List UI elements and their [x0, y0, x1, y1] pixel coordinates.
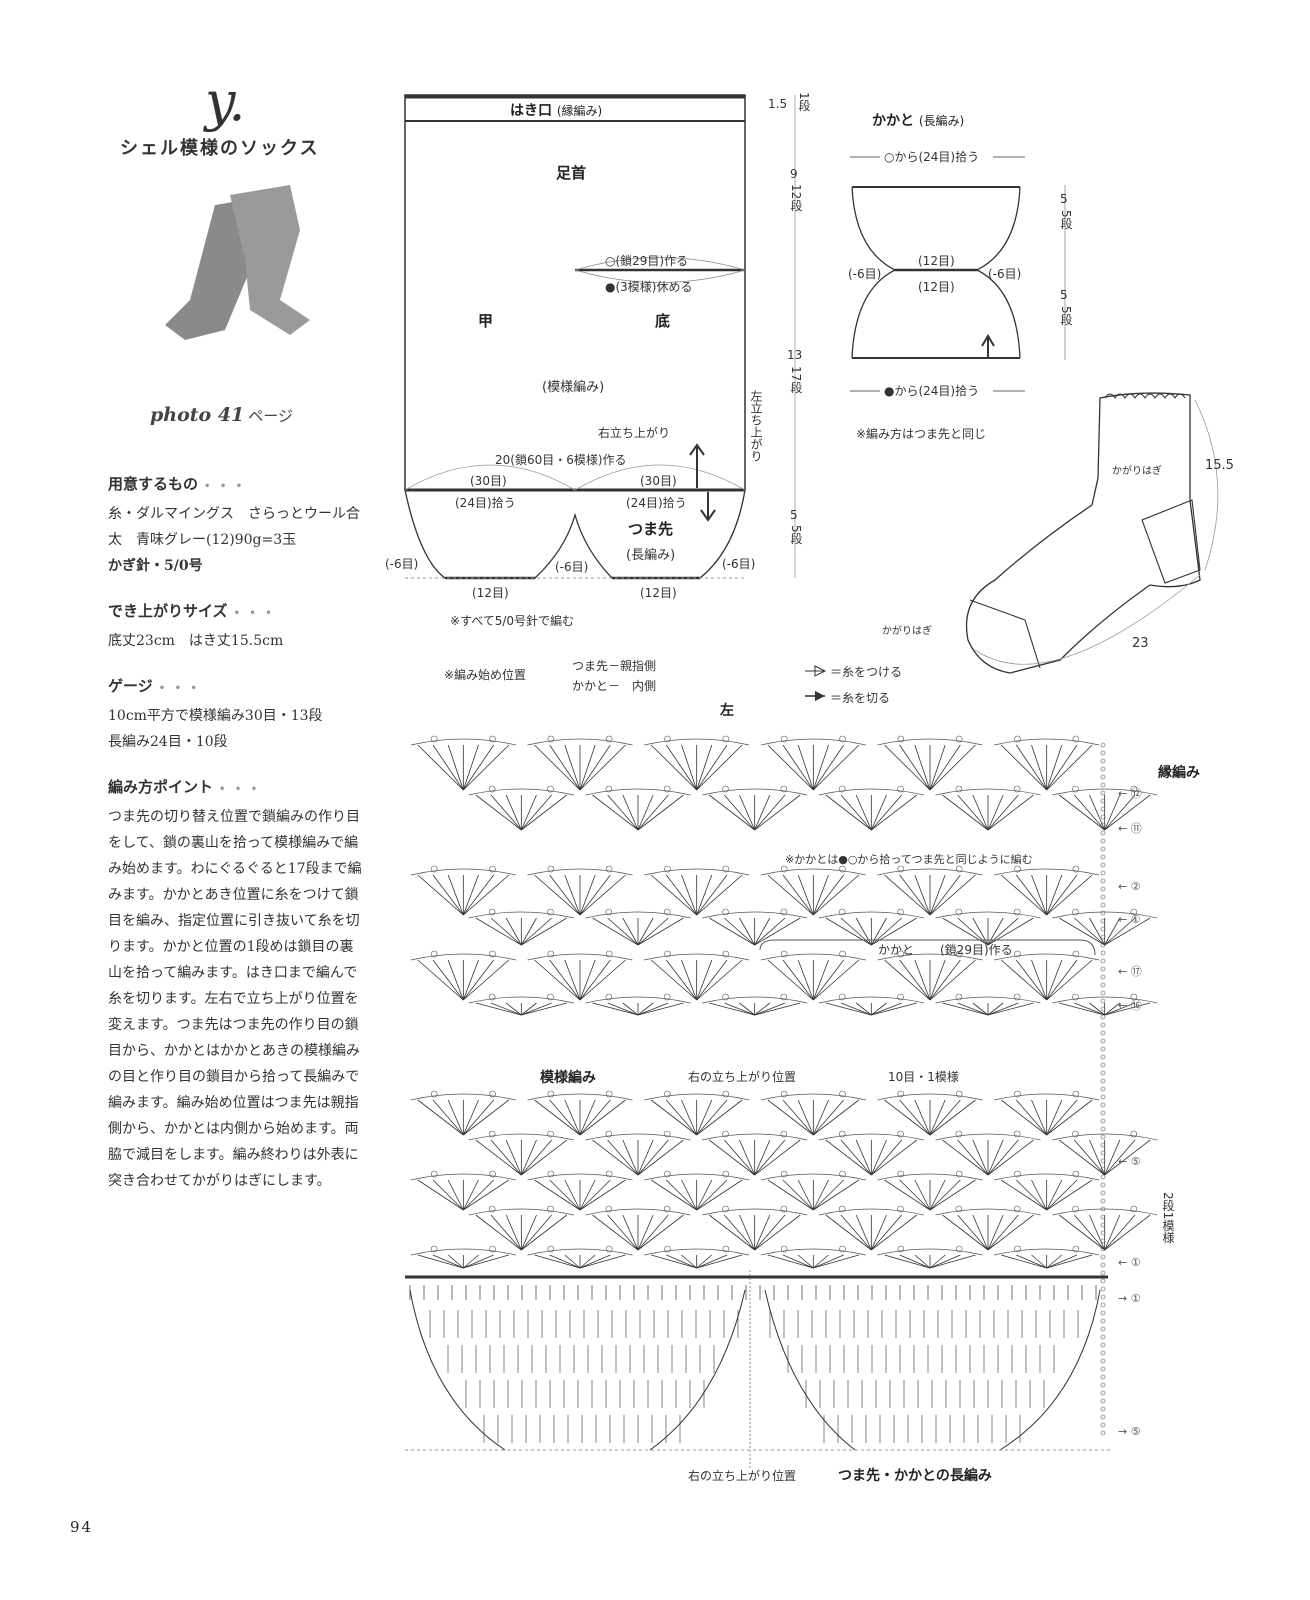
right-rise-position: 右の立ち上がり位置 — [688, 1070, 797, 1084]
dim-foot: 13 — [787, 348, 803, 362]
page-title: シェル模様のソックス — [120, 138, 320, 159]
seam-label-heel: かがりはぎ — [1112, 466, 1162, 477]
instep-label: 甲 — [478, 312, 494, 330]
pick24-right: (24目)拾う — [626, 496, 687, 510]
gauge-line1: 10cm平方で模様編み30目・13段 — [108, 708, 323, 724]
st30-right: (30目) — [640, 474, 677, 488]
bottom-rise-position: 右の立ち上がり位置 — [688, 1469, 797, 1483]
heel-note: ※編み方はつま先と同じ — [856, 427, 987, 441]
dim-toe-rows: 5段 — [789, 525, 803, 545]
photo-ref-number: photo 41 — [150, 404, 245, 426]
st12-right: (12目) — [640, 586, 677, 600]
row-11: ← ⑪ — [1118, 822, 1142, 835]
heel-opening-bottom: ●(3模様)休める — [605, 280, 693, 294]
row-1-pattern: ← ① — [1118, 1256, 1141, 1269]
st12-left: (12目) — [472, 586, 509, 600]
materials-heading: 用意するもの• • • — [108, 475, 246, 493]
size-heading: でき上がりサイズ• • • — [108, 602, 275, 620]
ankle-label: 足首 — [556, 164, 587, 182]
toe-label: つま先 — [628, 520, 674, 538]
heel-chain-count: (鎖29目)作る — [940, 943, 1013, 957]
dim-cuff: 1.5 — [768, 97, 788, 111]
pattern-chart-label: 模様編み — [540, 1070, 596, 1086]
pattern-stitch-label: (模様編み) — [542, 380, 605, 395]
points-heading: 編み方ポイント• • • — [108, 778, 261, 796]
dim-foot-rows: 17段 — [789, 366, 803, 394]
heel-mid-bottom: (12目) — [918, 280, 955, 294]
dim-ankle-rows: 12段 — [789, 184, 803, 212]
socks-photo — [165, 185, 310, 340]
dim-cuff-rows: 1段 — [797, 92, 811, 112]
start-toe-side: つま先－親指側 — [572, 659, 657, 673]
attach-yarn-legend: ＝糸をつける — [830, 665, 903, 679]
row-12: ← ⑫ — [1118, 787, 1142, 800]
toe-sub-label: (長編み) — [626, 548, 676, 563]
sole-label: 底 — [655, 312, 671, 330]
points-text: つま先の切り替え位置で鎖編みの作り目をして、鎖の裏山を拾って模様編みで編み始めま… — [108, 809, 362, 1189]
row-17: ← ⑰ — [1118, 965, 1142, 978]
heel-mid-top: (12目) — [918, 254, 955, 268]
sock-height: 15.5 — [1205, 458, 1234, 473]
cut-yarn-legend: ＝糸を切る — [830, 691, 891, 705]
dec-mid: (-6目) — [555, 560, 589, 574]
gauge-line2: 長編み24目・10段 — [108, 734, 228, 750]
chart-left-label: 左 — [720, 703, 734, 719]
dec-left: (-6目) — [385, 557, 419, 571]
dim-ankle: 9 — [790, 167, 798, 181]
photo-ref-suffix: ページ — [248, 407, 293, 425]
edge-stitch-label: 縁編み — [1158, 765, 1200, 781]
pattern-letter: y. — [205, 70, 246, 133]
heel-chart-note: ※かかとは●○から拾ってつま先と同じように編む — [785, 853, 1033, 866]
sock-length: 23 — [1132, 636, 1149, 651]
heel-dim1-rows: 5段 — [1059, 210, 1073, 230]
heel-dec-right: (-6目) — [988, 267, 1022, 281]
dim-toe: 5 — [790, 508, 798, 522]
size-text: 底丈23cm はき丈15.5cm — [108, 633, 284, 649]
heel-bottom-pickup: ●から(24目)拾う — [884, 384, 980, 398]
heel-dec-left: (-6目) — [848, 267, 882, 281]
cuff-label: はき口 (縁編み) — [510, 103, 603, 119]
heel-title: かかと (長編み) — [872, 113, 965, 129]
row-5: ← ⑤ — [1118, 1155, 1141, 1168]
heel-dim1: 5 — [1060, 192, 1068, 206]
st30-left: (30目) — [470, 474, 507, 488]
right-rise-label: 右立ち上がり — [598, 426, 671, 440]
start-position-label: ※編み始め位置 — [444, 668, 527, 682]
heel-chain-label: かかと — [878, 943, 915, 957]
heel-top-pickup: ○から(24目)拾う — [884, 150, 980, 164]
heel-dim2-rows: 5段 — [1059, 306, 1073, 326]
heel-opening-top: ○(鎖29目)作る — [605, 254, 689, 268]
start-heel-side: かかと－ 内側 — [572, 679, 657, 693]
page-number: 94 — [70, 1518, 94, 1536]
materials-hook: かぎ針・5/0号 — [108, 558, 203, 574]
row-5-toe: → ⑤ — [1118, 1425, 1141, 1438]
dec-right: (-6目) — [722, 557, 756, 571]
hook-note: ※すべて5/0号針で編む — [450, 614, 575, 628]
seam-label-toe: かがりはぎ — [882, 626, 932, 637]
heel-dim2: 5 — [1060, 288, 1068, 302]
row-1-toe: → ① — [1118, 1292, 1141, 1305]
left-rise-label: 左立ち上がり — [749, 390, 763, 462]
instructions-column: 用意するもの• • • 糸・ダルマイングス さらっとウール合太 青味グレー(12… — [108, 470, 363, 1194]
row-1: ← ① — [1118, 913, 1141, 926]
gauge-heading: ゲージ• • • — [108, 677, 200, 695]
toe-heel-chart-label: つま先・かかとの長編み — [838, 1468, 992, 1484]
materials-yarn: 糸・ダルマイングス さらっとウール合太 青味グレー(12)90g=3玉 — [108, 506, 360, 548]
repeat-rows-label: 2段1模様 — [1161, 1192, 1175, 1244]
pick24-left: (24目)拾う — [455, 496, 516, 510]
repeat-label: 10目・1模様 — [888, 1070, 959, 1084]
row-16: ← ⑯ — [1118, 999, 1142, 1012]
foundation-label: 20(鎖60目・6模様)作る — [495, 453, 627, 467]
stitch-chart — [405, 735, 1158, 1470]
row-2: ← ② — [1118, 880, 1141, 893]
